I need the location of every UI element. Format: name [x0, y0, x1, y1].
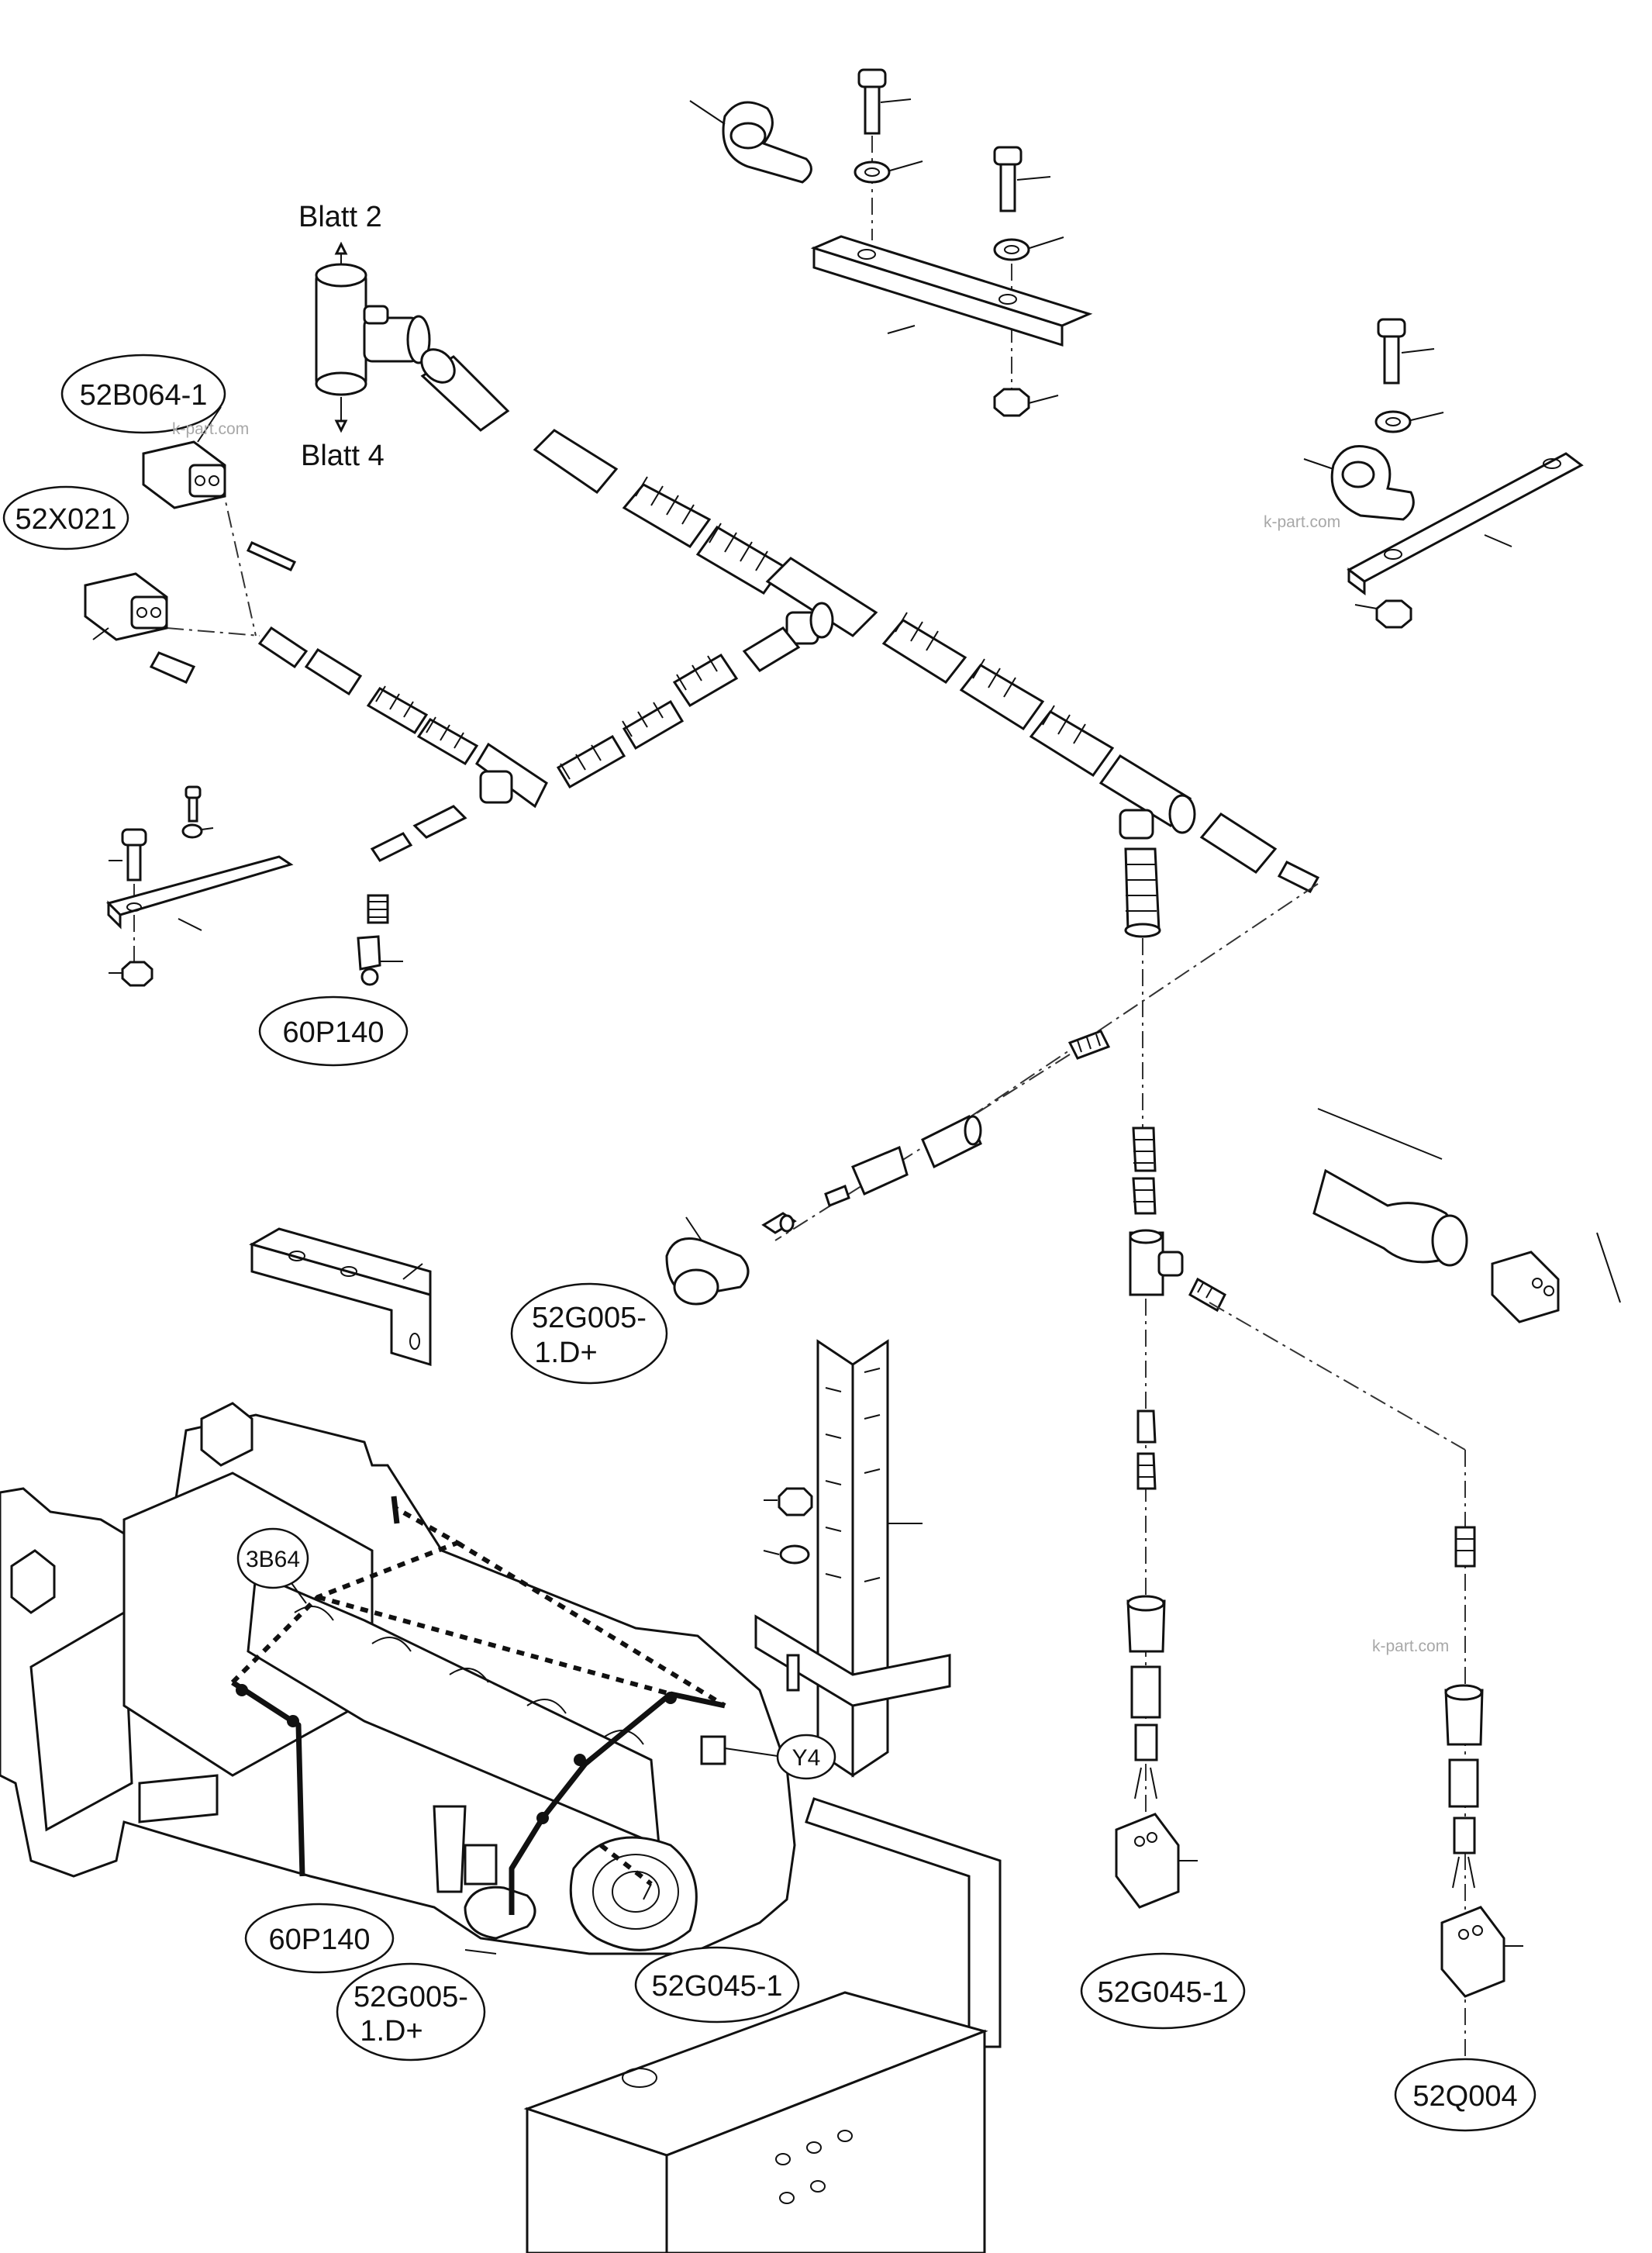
- sheet-ref-up-label: Blatt 2: [298, 201, 382, 233]
- cable-clamp-right: [1303, 445, 1415, 521]
- center-down-branch: [953, 847, 1319, 1129]
- top-bracket-assembly: [689, 68, 1093, 417]
- sleeve-1: [420, 348, 510, 432]
- sleeve-right-end: [1199, 813, 1320, 893]
- support-post: [754, 1339, 951, 1778]
- watermark-lower-right: k-part.com: [1372, 1637, 1449, 1655]
- left-conduit-parts: [257, 626, 801, 809]
- label-52Q004-text: 52Q004: [1412, 2080, 1517, 2113]
- label-52G045-engine: 52G045-1: [634, 1946, 800, 2024]
- q004-branch: k-part.com: [1209, 1302, 1523, 2062]
- bolt-left-small: [181, 785, 214, 839]
- label-60P140-engine-text: 60P140: [268, 1924, 370, 1956]
- label-52B064-text: 52B064-1: [80, 379, 208, 412]
- corrugated-tube-5: [959, 658, 1045, 731]
- bolt-top-1: [857, 68, 912, 240]
- watermark-right: k-part.com: [1264, 513, 1340, 531]
- label-52G005-top: 52G005- 1.D+: [510, 1282, 668, 1385]
- corrugated-tube-1: [533, 429, 619, 495]
- t-junction-center: [765, 557, 878, 645]
- sheet-ref-down-label: Blatt 4: [301, 440, 385, 472]
- label-52G005-engine: 52G005- 1.D+: [336, 1962, 486, 2062]
- label-52G005-line2: 1.D+: [534, 1337, 597, 1369]
- label-52X021: 52X021: [2, 485, 129, 550]
- label-60P140-text: 60P140: [282, 1016, 384, 1049]
- label-3B64: 3B64: [236, 1527, 309, 1604]
- label-52G005-engine-line1: 52G005-: [354, 1981, 468, 2013]
- pin-sleeve-1: [246, 541, 297, 571]
- watermark-left: k-part.com: [172, 420, 249, 438]
- label-3B64-text: 3B64: [246, 1547, 300, 1572]
- t-piece-lower: [1129, 1229, 1184, 1296]
- label-52G005-engine-line2: 1.D+: [360, 2015, 422, 2048]
- rubber-boot-assembly: [1312, 1108, 1621, 1323]
- bolt-right: [1377, 318, 1435, 385]
- bolt-left: [109, 828, 147, 961]
- mounting-plate-top: [810, 235, 1093, 347]
- terminal-boot-52G005: [665, 1216, 750, 1306]
- angle-bracket: [249, 1227, 432, 1367]
- cable-clamp-top: [689, 100, 812, 184]
- connector-52X021: [84, 572, 168, 641]
- t-piece-main: [315, 263, 431, 396]
- label-52G045-right: 52G045-1: [1080, 1952, 1246, 2030]
- connector-52G045: [1115, 1813, 1198, 1909]
- label-52G045-text: 52G045-1: [1097, 1976, 1228, 2009]
- washer-top-1: [854, 160, 923, 184]
- corrugated-tube-3: [695, 523, 785, 595]
- corrugated-tube-4: [881, 612, 967, 684]
- washer-right: [1374, 410, 1444, 433]
- left-branch: [84, 440, 801, 986]
- corrugated-tube-6: [1029, 705, 1115, 778]
- corrugated-tube-2: [622, 476, 712, 548]
- mounting-plate-right: [1347, 452, 1584, 595]
- label-52X021-text: 52X021: [15, 503, 116, 536]
- label-Y4-text: Y4: [792, 1745, 821, 1771]
- starter-branch: [1115, 1126, 1226, 1909]
- label-Y4: Y4: [776, 1734, 836, 1780]
- branch-to-60P140: [357, 805, 467, 986]
- engine-harness-route: [230, 1496, 778, 1955]
- label-52Q004: 52Q004: [1394, 2058, 1536, 2132]
- label-52G005-line1: 52G005-: [532, 1302, 647, 1334]
- label-52B064: 52B064-1 k-part.com: [60, 354, 249, 443]
- left-bracket-assembly: [106, 785, 294, 987]
- nut-left: [109, 961, 153, 987]
- mounting-plate-left: [106, 855, 294, 931]
- connector-52B064: [142, 440, 226, 509]
- right-bracket-assembly: k-part.com: [1264, 318, 1584, 629]
- label-60P140-top: 60P140: [258, 995, 409, 1067]
- washer-top-2: [993, 236, 1064, 395]
- label-60P140-engine: 60P140: [244, 1903, 395, 1974]
- connector-52Q004: [1440, 1906, 1523, 1998]
- engine-assembly: [0, 1402, 796, 1955]
- frame-tank: [523, 1797, 1002, 2253]
- main-conduit: [420, 348, 1320, 893]
- pin-sleeve-2: [149, 651, 196, 684]
- bolt-top-2: [993, 146, 1051, 212]
- t-junction-right: [1098, 754, 1196, 840]
- nut-top: [993, 388, 1059, 417]
- sheet-reference-junction: Blatt 2 Blatt 4: [298, 201, 431, 472]
- nut-right: [1354, 599, 1412, 629]
- d-plus-branch: [665, 1054, 1071, 1306]
- label-52G045-engine-text: 52G045-1: [651, 1970, 782, 2003]
